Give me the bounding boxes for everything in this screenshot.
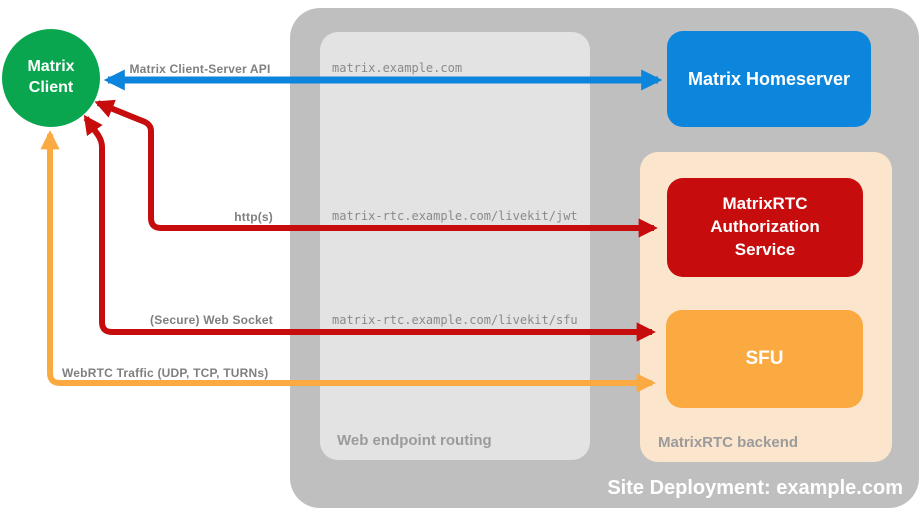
web-endpoint-routing-box: Web endpoint routing xyxy=(320,32,590,460)
endpoint-matrix: matrix.example.com xyxy=(332,61,463,75)
client-server-api-arrow-label: Matrix Client-Server API xyxy=(129,62,271,76)
site-deployment-title: Site Deployment: example.com xyxy=(607,477,903,499)
endpoint-livekit-sfu: matrix-rtc.example.com/livekit/sfu xyxy=(332,313,578,327)
sfu-node: SFU xyxy=(666,310,863,408)
matrixrtc-authorization-service-node: MatrixRTC Authorization Service xyxy=(667,178,863,277)
https-arrow-label: http(s) xyxy=(234,210,273,224)
matrix-client-node: Matrix Client xyxy=(2,29,100,127)
webrtc-traffic-arrow-label: WebRTC Traffic (UDP, TCP, TURNs) xyxy=(62,366,269,380)
websocket-arrow-label: (Secure) Web Socket xyxy=(150,313,273,327)
matrix-homeserver-node: Matrix Homeserver xyxy=(667,31,871,127)
endpoint-livekit-jwt: matrix-rtc.example.com/livekit/jwt xyxy=(332,209,578,223)
matrixrtc-backend-label: MatrixRTC backend xyxy=(658,434,799,451)
web-endpoint-routing-label: Web endpoint routing xyxy=(337,432,492,449)
